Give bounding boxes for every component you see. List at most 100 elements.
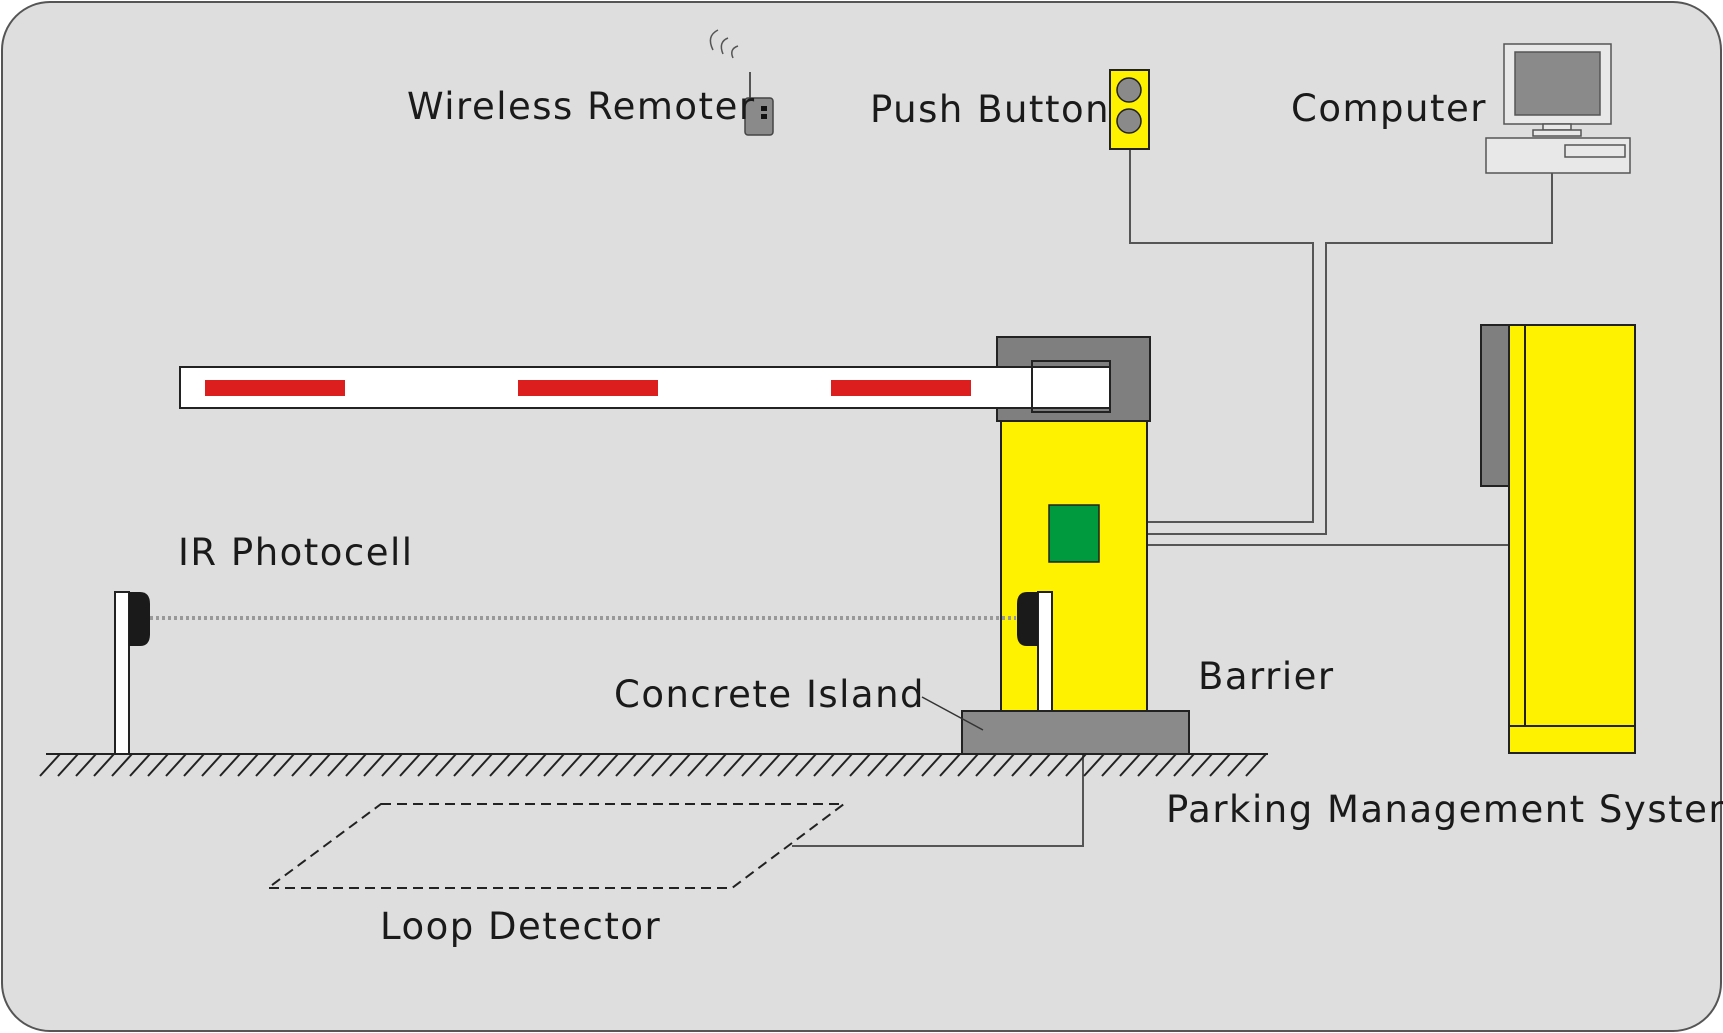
label-push-button: Push Button [870, 88, 1110, 131]
concrete-island-leader [921, 696, 984, 731]
boom-stripe-3 [831, 380, 971, 396]
ground-hatch-line [1101, 753, 1123, 777]
ground-hatch-line [723, 753, 745, 777]
ground-hatch-line [1047, 753, 1069, 777]
ground-hatch-line [183, 753, 205, 777]
ground-hatch-line [507, 753, 529, 777]
ground-hatch-line [255, 753, 277, 777]
radio-waves-icon [709, 29, 739, 59]
ground-hatch-line [381, 753, 403, 777]
pms-side-panel [1480, 324, 1510, 487]
ground-hatch-line [327, 753, 349, 777]
ground-hatch-line [975, 753, 997, 777]
ground-hatch-line [705, 753, 727, 777]
boom-stripe-1 [205, 380, 345, 396]
ground-hatch-line [867, 753, 889, 777]
photocell-post-left [114, 591, 130, 755]
ground-hatch-line [111, 753, 133, 777]
loop-detector-loop [264, 803, 847, 889]
ground-hatch-line [75, 753, 97, 777]
ground-hatch-line [813, 753, 835, 777]
ground-hatch-line [39, 753, 61, 777]
ground-hatch-line [1065, 753, 1087, 777]
ground-hatch-line [147, 753, 169, 777]
ground-hatch-line [345, 753, 367, 777]
ground-hatch-line [1173, 753, 1195, 777]
label-parking-management-system: Parking Management System [1166, 788, 1723, 831]
ground-hatch-line [201, 753, 223, 777]
ground-hatch-line [1209, 753, 1231, 777]
label-concrete-island: Concrete Island [614, 673, 925, 716]
ground-hatch-line [615, 753, 637, 777]
wireless-remoter-device [709, 29, 774, 136]
ground-hatch-line [1011, 753, 1033, 777]
push-button-device [1109, 69, 1150, 150]
ground-hatch-line [597, 753, 619, 777]
ground-hatch-line [417, 753, 439, 777]
ground-hatch-line [741, 753, 763, 777]
label-ir-photocell: IR Photocell [178, 531, 414, 574]
computer-device [1485, 43, 1631, 174]
ground-hatch-line [1029, 753, 1051, 777]
ground-hatch-line [579, 753, 601, 777]
monitor-screen [1514, 51, 1601, 116]
label-loop-detector: Loop Detector [380, 905, 661, 948]
ground-hatch-line [939, 753, 961, 777]
ground-hatching [39, 753, 1267, 777]
monitor-neck [1542, 123, 1572, 131]
ground-hatch-line [453, 753, 475, 777]
ground-hatch-line [363, 753, 385, 777]
label-wireless-remoter: Wireless Remoter [407, 85, 756, 128]
photocell-head-right [1017, 592, 1038, 646]
ground-hatch-line [777, 753, 799, 777]
ground-hatch-line [1137, 753, 1159, 777]
ground-hatch-line [921, 753, 943, 777]
ground-hatch-line [687, 753, 709, 777]
concrete-island [961, 710, 1190, 755]
ground-hatch-line [831, 753, 853, 777]
boom-clamp [1031, 360, 1111, 413]
ground-hatch-line [399, 753, 421, 777]
ground-hatch-line [291, 753, 313, 777]
monitor-stand [1532, 129, 1582, 137]
barrier-gate [179, 336, 1151, 712]
photocell-head-left [129, 592, 150, 646]
ground-hatch-line [849, 753, 871, 777]
ground-hatch-line [93, 753, 115, 777]
ground-hatch-line [435, 753, 457, 777]
ground-hatch-line [885, 753, 907, 777]
ground-hatch-line [543, 753, 565, 777]
ground-hatch-line [57, 753, 79, 777]
drive-slot [1564, 144, 1626, 158]
ground-hatch-line [795, 753, 817, 777]
ground-hatch-line [129, 753, 151, 777]
ground-hatch-line [633, 753, 655, 777]
ground-hatch-line [489, 753, 511, 777]
push-button-bottom [1116, 108, 1142, 134]
ground-hatch-line [309, 753, 331, 777]
ground-hatch-line [1119, 753, 1141, 777]
ground-hatch-line [165, 753, 187, 777]
ground-hatch-line [1083, 753, 1105, 777]
push-button-wire [1099, 150, 1314, 523]
ground-hatch-line [237, 753, 259, 777]
ground-hatch-line [759, 753, 781, 777]
photocell-post-right [1037, 591, 1053, 712]
ground-hatch-line [669, 753, 691, 777]
ground-hatch-line [1191, 753, 1213, 777]
ground-hatch-line [1245, 753, 1267, 777]
pms-body [1508, 324, 1636, 754]
controller-board [1048, 504, 1100, 563]
ir-photocell-right [1017, 591, 1053, 712]
ground-hatch-line [471, 753, 493, 777]
ground [39, 753, 1268, 777]
remote-key-1 [761, 106, 767, 111]
ground-hatch-line [651, 753, 673, 777]
label-computer: Computer [1291, 87, 1487, 130]
barrier-cabinet [1000, 417, 1148, 712]
ground-hatch-line [993, 753, 1015, 777]
ground-hatch-line [525, 753, 547, 777]
computer-case [1485, 137, 1631, 174]
ground-hatch-line [957, 753, 979, 777]
